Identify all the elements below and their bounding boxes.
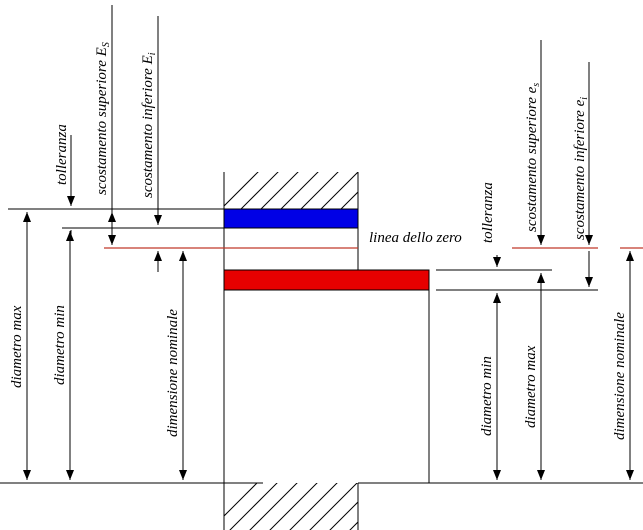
hole-wall-top: [223, 172, 359, 270]
label-scostamento-inferiore-hole: scostamento inferiore Ei: [140, 52, 158, 198]
label-scostamento-superiore-shaft: scostamento superiore es: [524, 83, 542, 232]
label-diametro-max-right: diametro max: [523, 345, 539, 428]
shaft-body: [223, 269, 430, 483]
label-dimensione-nominale-left: dimensione nominale: [165, 309, 181, 437]
hole-wall-bottom: [223, 483, 359, 530]
label-diametro-max-left: diametro max: [9, 305, 25, 388]
extension-lines: [0, 208, 643, 484]
label-dimensione-nominale-right: dimensione nominale: [612, 312, 628, 440]
label-tolleranza-hole: tolleranza: [54, 124, 70, 185]
label-linea-dello-zero: linea dello zero: [369, 230, 462, 246]
label-diametro-min-left: diametro min: [52, 305, 68, 385]
hole-tolerance-band: [223, 208, 359, 229]
label-diametro-min-right: diametro min: [479, 356, 495, 436]
label-tolleranza-shaft: tolleranza: [480, 182, 496, 243]
shaft-tolerance-band: [223, 269, 430, 291]
label-scostamento-superiore-hole: scostamento superiore ES: [94, 42, 112, 195]
label-scostamento-inferiore-shaft: scostamento inferiore ei: [572, 97, 590, 240]
